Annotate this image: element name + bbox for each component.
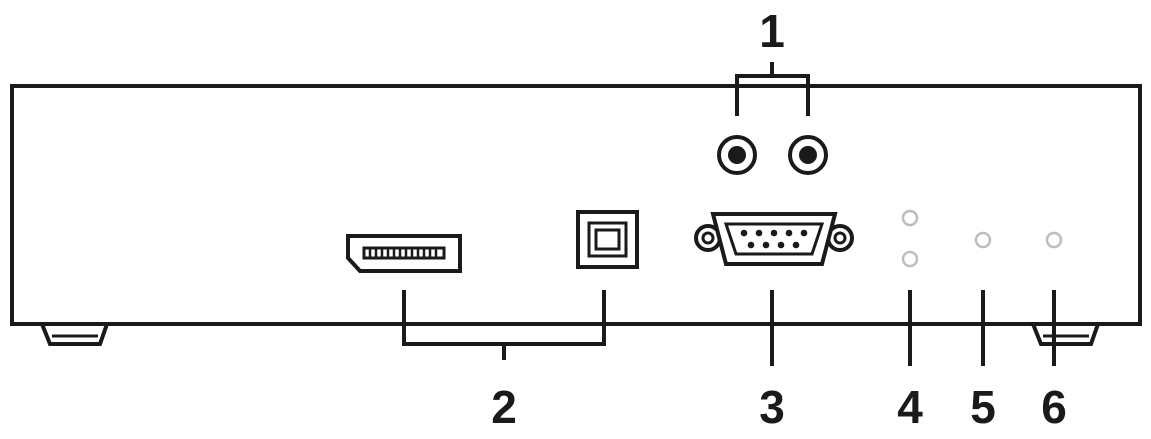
- usb-b-port: [576, 210, 639, 269]
- callout-number-1: 1: [759, 5, 785, 57]
- callout-2-bracket: [402, 290, 606, 360]
- callout-1-bracket: [735, 62, 810, 116]
- callout-number-2: 2: [491, 381, 517, 433]
- callout-number-3: 3: [759, 381, 785, 433]
- led-pair: [901, 209, 919, 268]
- callout-number-4: 4: [897, 381, 923, 433]
- led-single-5: [974, 231, 992, 249]
- callout-number-6: 6: [1041, 381, 1067, 433]
- callout-number-5: 5: [970, 381, 996, 433]
- displayport-port: [346, 234, 462, 273]
- audio-jack-left: [717, 135, 757, 175]
- audio-jack-right: [788, 135, 828, 175]
- device-enclosure: [10, 84, 1142, 326]
- right-foot: [1030, 322, 1101, 346]
- left-foot: [39, 322, 110, 346]
- led-single-6: [1045, 231, 1063, 249]
- serial-db9-port: [694, 212, 854, 266]
